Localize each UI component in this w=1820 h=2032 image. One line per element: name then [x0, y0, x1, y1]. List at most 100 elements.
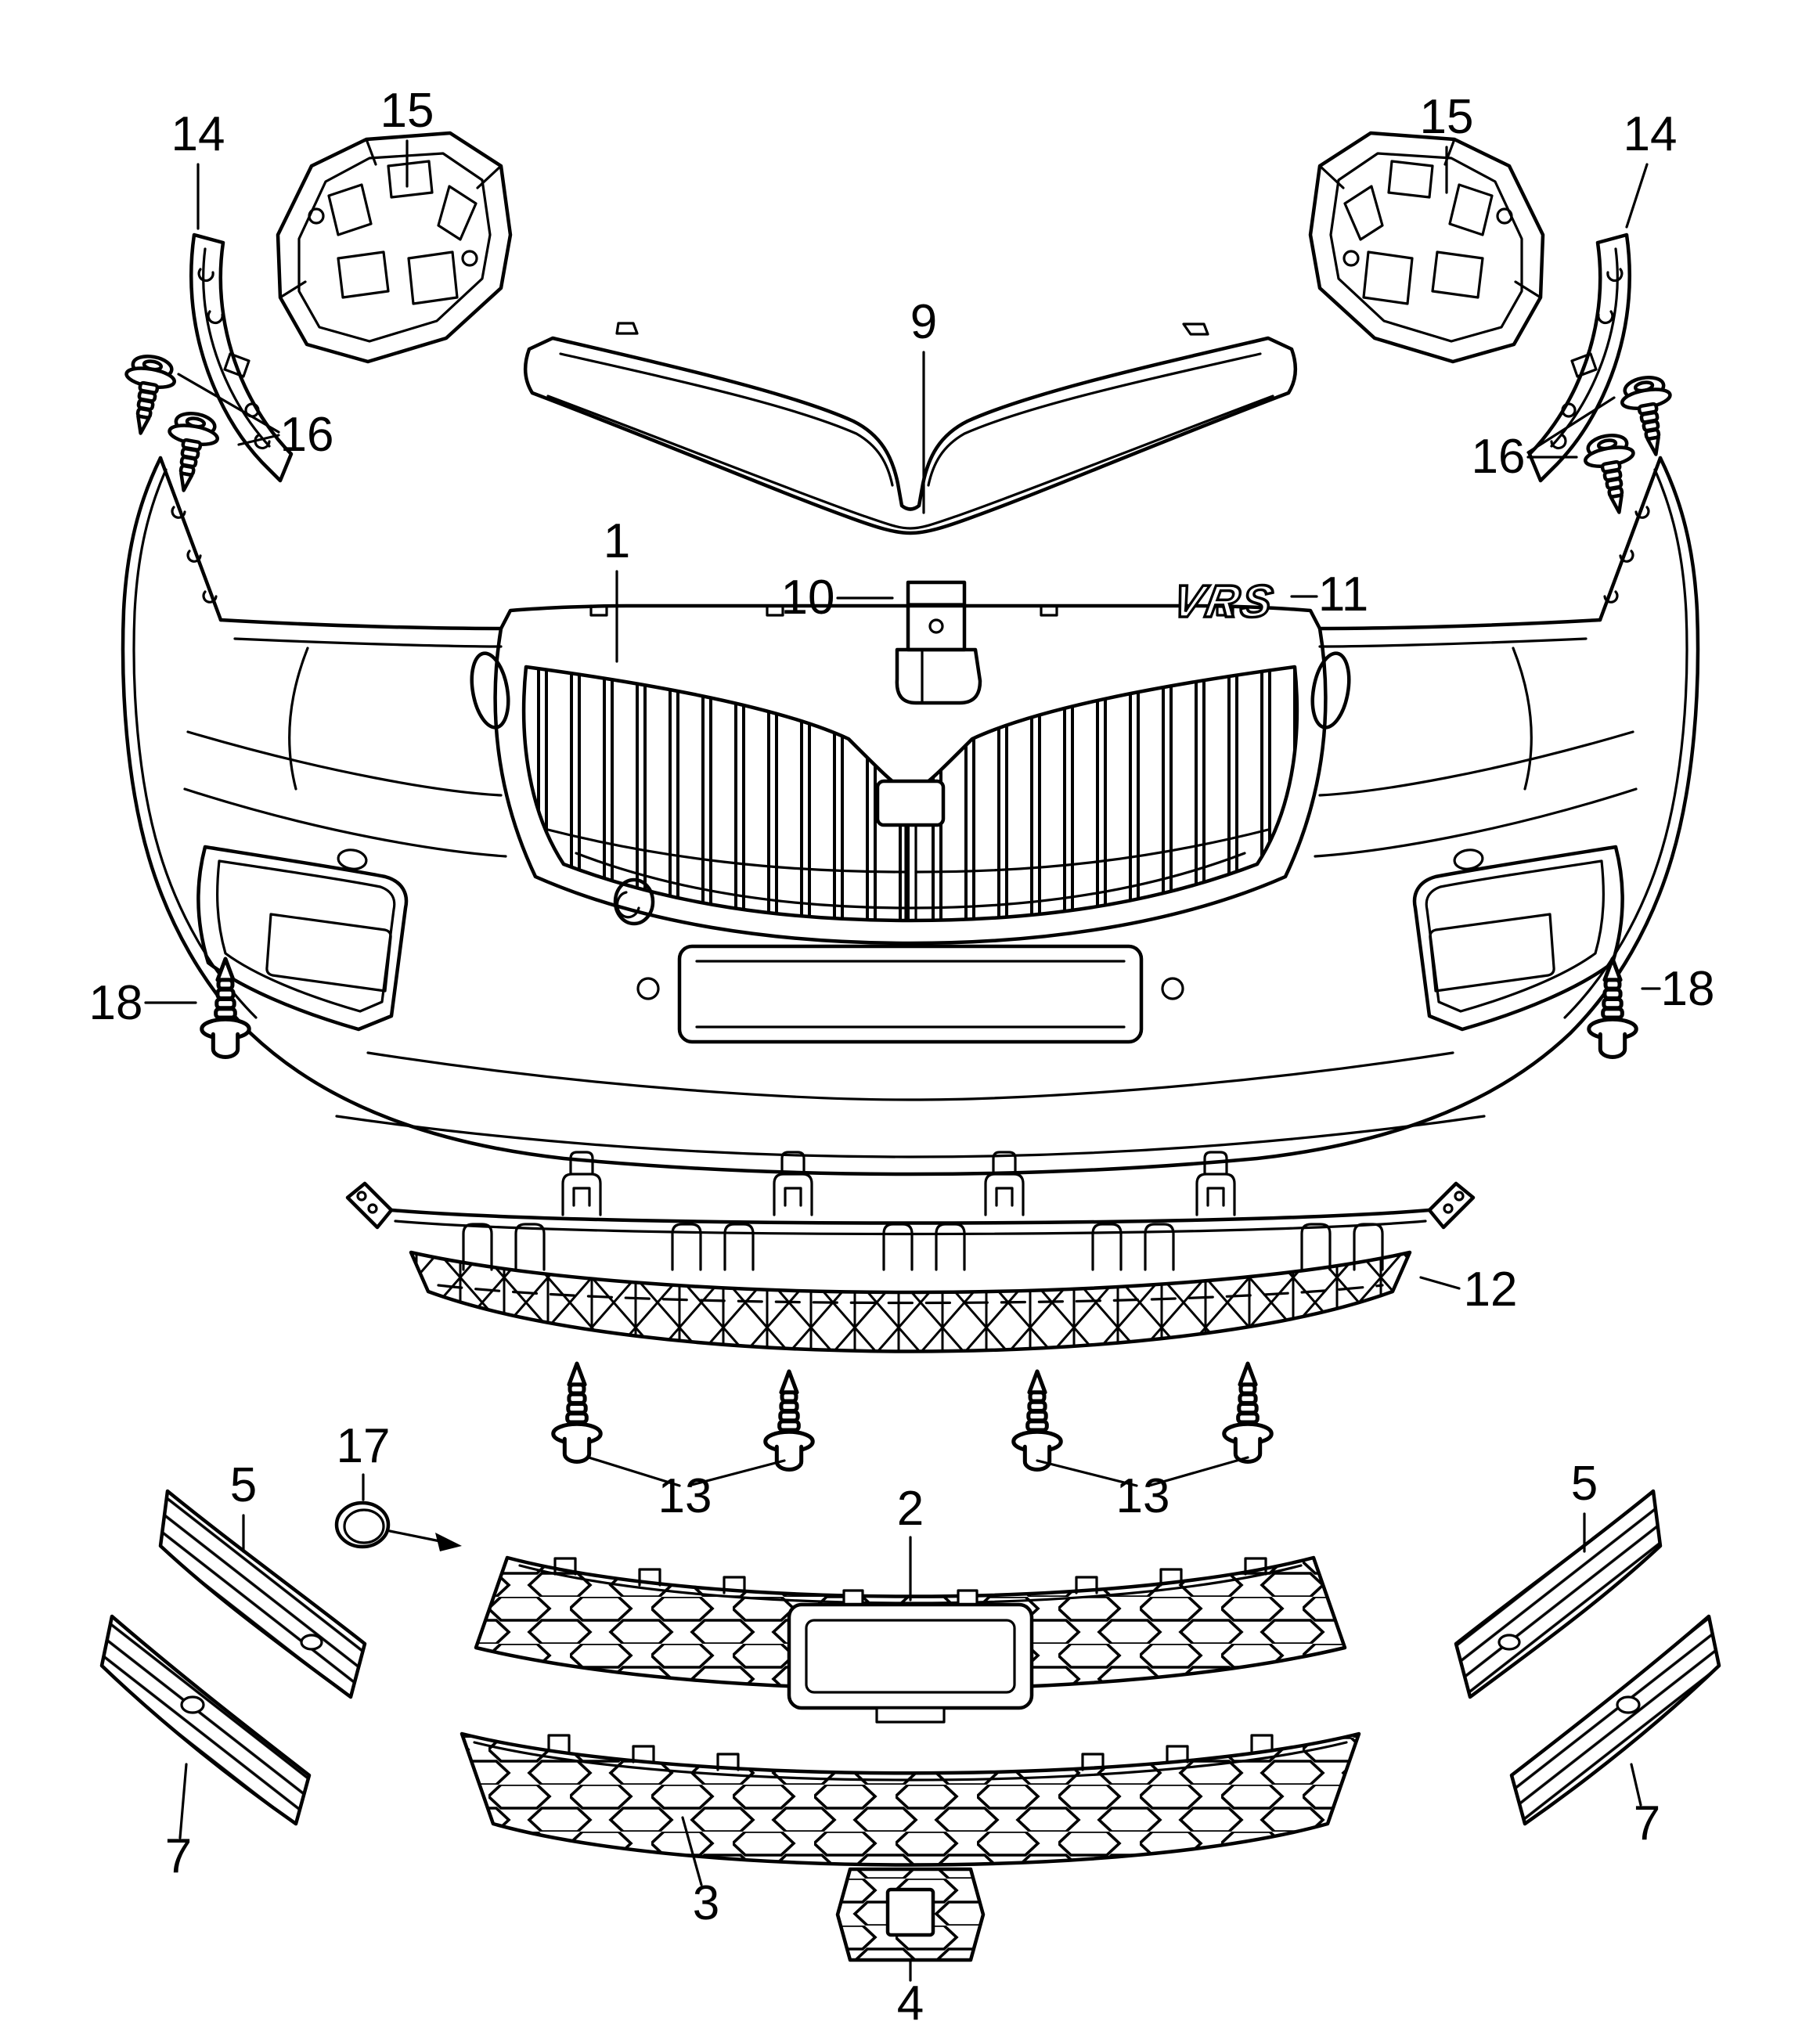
sensor-hole-right	[1161, 977, 1184, 1000]
grille-mid-rib	[546, 828, 1270, 874]
pointer-arrow-head	[435, 1533, 462, 1551]
leader-12	[1419, 1276, 1461, 1290]
absorber-end-left	[345, 1181, 394, 1230]
grille-band	[460, 1731, 1361, 1867]
band-inner-top	[473, 1741, 1348, 1782]
fog-detail-oval-left	[337, 848, 368, 870]
part-7-left-side-grille	[99, 1614, 312, 1826]
recess-bottom-tab	[875, 1706, 946, 1724]
fog-detail-oval-right	[1453, 848, 1484, 870]
screw-icon	[117, 353, 178, 438]
bracket-slot	[1570, 352, 1598, 378]
bumper-inner-right	[1563, 468, 1688, 1019]
callout-16-left: 16	[280, 408, 334, 462]
grille-frame-ring	[493, 626, 1328, 946]
part-5-left-side-grille	[158, 1489, 367, 1699]
plate-ribs	[1318, 138, 1542, 299]
surround-outline	[523, 336, 1298, 535]
bracket-slot	[223, 352, 250, 378]
screw-icon	[766, 1371, 813, 1469]
part-7-right-side-grille	[1509, 1614, 1721, 1826]
fog-opening-left	[196, 845, 409, 1032]
callout-5-right: 5	[1571, 1457, 1598, 1511]
bumper-horn-right-edge	[1598, 456, 1663, 622]
license-recess-inner	[805, 1619, 1016, 1694]
surround-tabs	[615, 322, 1209, 336]
badge-mount-plate	[875, 779, 946, 827]
plate-inner-line	[1329, 152, 1523, 343]
bumper-inner-left	[132, 468, 258, 1019]
callouts: 14 15 16 15 14 16 9 1 10 11 18 18 12 13 …	[89, 84, 1715, 2030]
leader-7-right	[1630, 1763, 1642, 1807]
plate-hole	[1496, 207, 1513, 225]
part-3-center-grille-lower	[460, 1731, 1361, 1867]
part-11-vrs-badge: VRS	[1168, 575, 1280, 629]
screw-icon	[1582, 432, 1643, 517]
grille-bottom-inner	[575, 852, 1246, 910]
absorber-top-edge	[389, 1208, 1432, 1225]
callout-7-right: 7	[1634, 1796, 1660, 1850]
bumper-horn-left-edge	[158, 456, 223, 622]
part-16-left-screws	[117, 353, 221, 495]
bumper-inner-bottom	[335, 1115, 1486, 1158]
part-10-bracket	[895, 580, 982, 705]
insert-center-hole	[885, 1887, 935, 1937]
part-14-right-bracket	[1527, 232, 1631, 483]
cover-outer	[334, 1501, 391, 1549]
emblem-oval-curl	[615, 891, 640, 919]
emblem-oval	[613, 877, 655, 926]
grille-hole	[180, 1695, 205, 1714]
surround-inner-top	[927, 352, 1262, 487]
callout-3: 3	[693, 1876, 719, 1930]
bumper-outer-silhouette	[121, 456, 1700, 1176]
band-tabs	[553, 1557, 1267, 1594]
bracket-outline	[1527, 232, 1631, 483]
plate-hole	[308, 207, 325, 225]
part-14-left-bracket	[189, 232, 294, 483]
end-hole	[356, 1191, 367, 1202]
leader-14-right	[1625, 163, 1649, 229]
absorber-top-inner	[394, 1220, 1427, 1236]
sensor-hole-left	[636, 977, 660, 1000]
plate-outline	[1308, 131, 1545, 364]
callout-1: 1	[604, 514, 630, 568]
band-tabs	[547, 1734, 1274, 1771]
bracket-lines	[906, 603, 966, 704]
lattice-band	[409, 1250, 1412, 1353]
part-13-screws	[553, 1364, 1271, 1469]
part-5-right-side-grille	[1454, 1489, 1663, 1699]
callout-2: 2	[897, 1482, 924, 1536]
horn-hooks-left	[171, 506, 218, 603]
bumper-top-edge	[218, 603, 1602, 631]
callout-15-right: 15	[1420, 90, 1474, 144]
bracket-upper	[906, 580, 967, 652]
leader-16-right	[1526, 396, 1616, 459]
callout-12: 12	[1464, 1263, 1518, 1317]
part-15-right-mounting-plate	[1308, 131, 1545, 364]
callout-14-right: 14	[1624, 107, 1678, 161]
callout-11: 11	[1318, 567, 1368, 621]
part-4-grille-insert	[835, 1867, 986, 1962]
plate-cutouts	[327, 160, 478, 305]
leader-13-left	[587, 1456, 786, 1487]
leader-3	[681, 1816, 703, 1886]
part-1-bumper-cover	[121, 456, 1700, 1176]
license-recess-inner	[695, 960, 1126, 1029]
frame-top-notches	[589, 604, 1234, 617]
callout-10: 10	[781, 571, 835, 625]
plate-hole	[1342, 250, 1360, 267]
bracket-hole	[928, 618, 944, 634]
vent-oval-right	[1310, 651, 1351, 730]
plate-cutouts	[1343, 160, 1494, 305]
posts	[462, 1223, 1384, 1271]
leader-7-left	[178, 1763, 188, 1839]
bracket-flange	[895, 647, 982, 705]
callout-5-left: 5	[230, 1458, 257, 1512]
bracket-outline	[189, 232, 294, 483]
bracket-hole	[1561, 402, 1577, 418]
end-hole	[1454, 1191, 1465, 1202]
plate-ribs	[279, 138, 503, 299]
part-9-grille-surround	[523, 322, 1298, 535]
fog-inner-left	[216, 859, 396, 1013]
